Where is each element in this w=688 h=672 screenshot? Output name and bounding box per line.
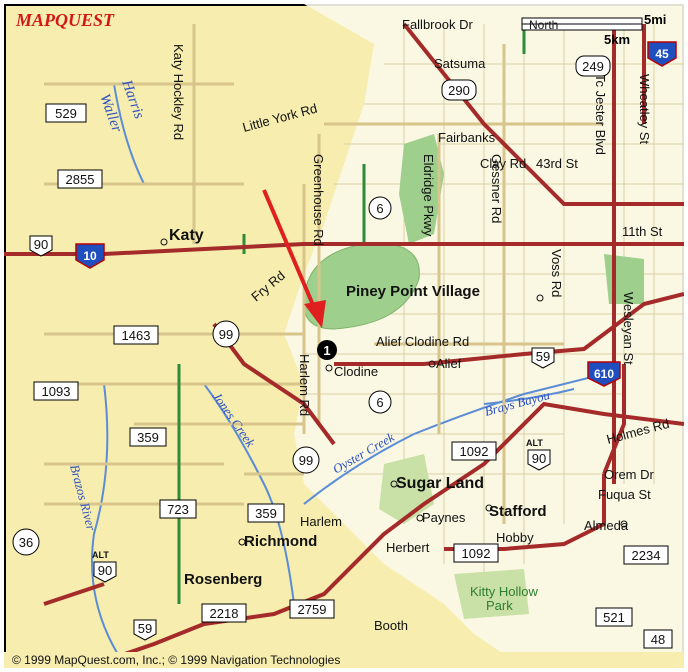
place-sugar-land: Sugar Land: [396, 475, 484, 492]
place-herbert: Herbert: [386, 540, 430, 555]
place-dots: [238, 294, 628, 546]
svg-text:6: 6: [376, 395, 383, 410]
svg-text:2234: 2234: [632, 548, 661, 563]
place-harlem: Harlem: [300, 514, 342, 529]
waterways: [91, 83, 605, 665]
svg-text:59: 59: [138, 621, 152, 636]
place-piney-point: Piney Point Village: [346, 283, 480, 300]
state-shields: 290 249 6 6 99 99 36 90 59 59 90 ALT 90 …: [12, 55, 611, 641]
interstate-shields: 10 45 610: [75, 41, 677, 387]
scale-bar: North 5mi 5km: [521, 12, 666, 47]
svg-text:359: 359: [255, 506, 277, 521]
fm-shields: 529 2855 1463 1093 359 723 359 1092 1092…: [33, 103, 673, 649]
svg-text:6: 6: [376, 201, 383, 216]
place-paynes: Paynes: [422, 510, 466, 525]
svg-text:ALT: ALT: [526, 438, 543, 448]
svg-text:723: 723: [167, 502, 189, 517]
road-tc-jester: Tc Jester Blvd: [593, 74, 608, 155]
svg-text:1463: 1463: [122, 328, 151, 343]
svg-text:610: 610: [594, 367, 614, 381]
road-voss: Voss Rd: [549, 249, 564, 297]
svg-text:36: 36: [19, 535, 33, 550]
place-hobby: Hobby: [496, 530, 534, 545]
place-richmond: Richmond: [244, 533, 317, 550]
road-eldridge: Eldridge Pkwy: [421, 154, 436, 237]
svg-text:48: 48: [651, 632, 665, 647]
svg-text:90: 90: [98, 563, 112, 578]
road-clay: Clay Rd: [480, 156, 526, 171]
place-booth: Booth: [374, 618, 408, 633]
svg-text:99: 99: [299, 453, 313, 468]
svg-text:1092: 1092: [460, 444, 489, 459]
green-roads: [177, 24, 526, 604]
place-clodine: Clodine: [334, 364, 378, 379]
svg-text:2759: 2759: [298, 602, 327, 617]
svg-text:ALT: ALT: [92, 550, 109, 560]
svg-text:45: 45: [655, 47, 669, 61]
road-43rd: 43rd St: [536, 156, 578, 171]
reservoir: [303, 242, 420, 330]
road-wesleyan: Wesleyan St: [621, 292, 636, 365]
svg-text:10: 10: [83, 249, 97, 263]
road-fallbrook: Fallbrook Dr: [402, 17, 473, 32]
red-arrow-icon: [262, 189, 326, 328]
place-alief: Alief: [436, 356, 462, 371]
scale-mi-label: 5mi: [644, 12, 666, 27]
svg-text:99: 99: [219, 327, 233, 342]
road-alief-clodine: Alief Clodine Rd: [376, 334, 469, 349]
road-katy-hockley: Katy Hockley Rd: [171, 44, 186, 140]
secondary-roads: [44, 24, 604, 524]
road-fuqua: Fuqua St: [598, 487, 651, 502]
road-orem: Orem Dr: [604, 467, 655, 482]
place-almeda: Almeda: [584, 518, 629, 533]
copyright-bar: [4, 652, 684, 668]
svg-text:2855: 2855: [66, 172, 95, 187]
road-greenhouse: Greenhouse Rd: [311, 154, 326, 246]
svg-text:1093: 1093: [42, 384, 71, 399]
location-marker[interactable]: 1: [317, 340, 337, 360]
north-label: North: [529, 18, 558, 32]
scale-km-label: 5km: [604, 32, 630, 47]
park-area-kitty: [454, 569, 529, 619]
svg-text:2218: 2218: [210, 606, 239, 621]
svg-text:90: 90: [532, 451, 546, 466]
i10-highway: [4, 242, 684, 256]
svg-text:1092: 1092: [462, 546, 491, 561]
copyright-text: © 1999 MapQuest.com, Inc.; © 1999 Naviga…: [12, 653, 340, 667]
road-11th: 11th St: [622, 224, 663, 239]
mapquest-logo[interactable]: MAPQUEST: [15, 10, 115, 30]
road-wheatley: Wheatley St: [637, 74, 652, 144]
katy-dot: [160, 238, 168, 246]
road-gessner: Gessner Rd: [489, 154, 504, 223]
place-rosenberg: Rosenberg: [184, 571, 262, 588]
svg-text:249: 249: [582, 59, 604, 74]
park-kitty-hollow: Kitty Hollow: [470, 584, 539, 599]
marker-number: 1: [323, 343, 330, 358]
park-area-north: [399, 134, 444, 244]
place-stafford: Stafford: [489, 503, 547, 520]
svg-text:529: 529: [55, 106, 77, 121]
svg-text:521: 521: [603, 610, 625, 625]
map-canvas[interactable]: MAPQUEST North 5mi 5km Katy Piney Point …: [4, 4, 684, 668]
svg-text:290: 290: [448, 83, 470, 98]
place-katy: Katy: [169, 227, 204, 244]
svg-text:359: 359: [137, 430, 159, 445]
place-satsuma: Satsuma: [434, 56, 486, 71]
svg-text:59: 59: [536, 349, 550, 364]
svg-text:90: 90: [34, 237, 48, 252]
park-label: Park: [486, 598, 513, 613]
place-fairbanks: Fairbanks: [438, 130, 496, 145]
road-harlem: Harlem Rd: [297, 354, 312, 416]
